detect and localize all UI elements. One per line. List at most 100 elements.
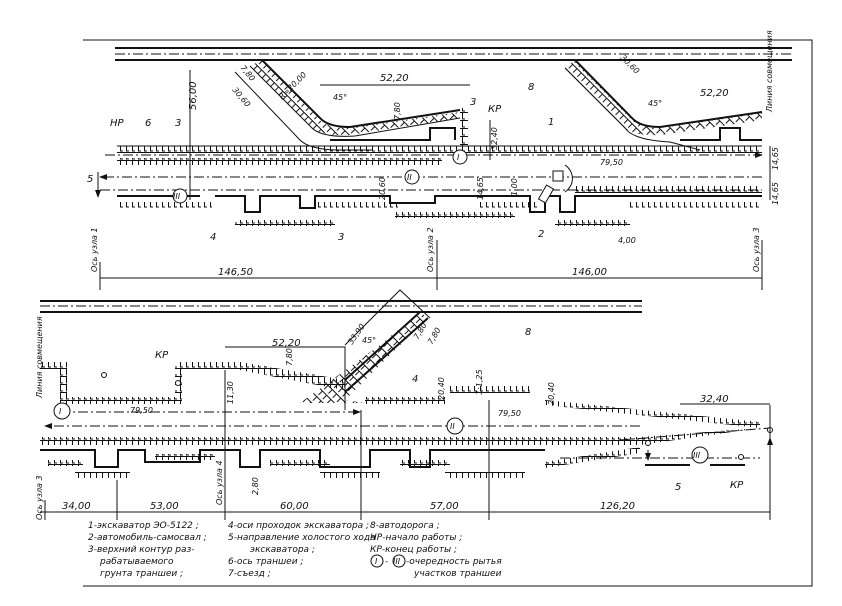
phase-i-marker: I (53, 402, 71, 420)
axis-node-3: Ось узла 3 (35, 475, 44, 520)
axis-node-3: Ось узла 3 (752, 227, 761, 272)
label-8: 8 (525, 327, 531, 338)
dim-126-20: 126,20 (600, 501, 635, 512)
dump-truck-2 (537, 184, 555, 204)
legend-item: 2-автомобиль-самосвал ; (88, 533, 207, 543)
dim-146-50: 146,50 (218, 267, 253, 278)
dim-14-65a: 14,65 (771, 147, 780, 170)
dim-52-20a: 52,20 (380, 73, 409, 84)
dim-32-40: 32,40 (700, 394, 729, 405)
dimension-lines (99, 70, 771, 290)
combine-line-label: Линия совмещения (35, 316, 44, 399)
road-8 (115, 47, 792, 61)
legend-item: НР-начало работы ; (370, 533, 462, 543)
excavator-paths (44, 372, 773, 466)
legend-item: 7-съезд ; (228, 569, 271, 579)
road-8 (40, 300, 642, 313)
svg-text:I: I (375, 557, 378, 566)
dim-79-50b: 79,50 (498, 409, 521, 418)
phase-ii-marker: II (404, 169, 420, 185)
dim-146-00: 146,00 (572, 267, 607, 278)
legend-item: 3-верхний контур раз- (88, 545, 195, 555)
dim-1-00: 1,00 (510, 178, 519, 196)
label-kp-1: КР (155, 350, 169, 361)
label-1: 1 (548, 117, 554, 128)
label-2: 2 (538, 229, 544, 240)
label-3c: 3 (338, 232, 344, 243)
svg-text:I: I (59, 407, 62, 416)
label-4: 4 (412, 374, 418, 385)
excavator-paths (95, 152, 763, 198)
legend: 1-экскаватор ЭО-5122 ; 2-автомобиль-само… (88, 521, 502, 579)
dim-30-60a: 30,60 (230, 86, 252, 109)
legend-item: 4-оси проходок экскаватора ; (228, 521, 369, 531)
svg-text:-: - (385, 557, 388, 567)
svg-text:II: II (407, 173, 412, 182)
legend-item: -очередность рытья (406, 557, 502, 567)
dim-32-40: 32,40 (490, 127, 499, 150)
label-3a: 3 (175, 118, 181, 129)
dim-56: 56,00 (188, 81, 199, 110)
dim-7-80b: 7,80 (426, 326, 443, 346)
dim-79-50: 79,50 (600, 158, 623, 167)
label-5: 5 (675, 482, 681, 493)
dim-20-40a: 20,40 (437, 377, 446, 400)
axis-node-2: Ось узла 2 (426, 227, 435, 272)
legend-item: рабатываемого (99, 557, 174, 567)
svg-text:II: II (450, 422, 455, 431)
legend-item: КР-конец работы ; (370, 545, 457, 555)
dim-7-80b: 7,80 (393, 102, 402, 120)
dim-20-40b: 20,40 (547, 382, 556, 405)
dim-57-00: 57,00 (430, 501, 459, 512)
dim-4-00: 4,00 (618, 236, 636, 245)
dim-11-30: 11,30 (226, 381, 235, 404)
ramp-right (564, 59, 763, 151)
dim-34-00: 34,00 (62, 501, 91, 512)
label-8: 8 (528, 82, 534, 93)
dim-53-00: 53,00 (150, 501, 179, 512)
phase-i-marker: I (452, 149, 468, 165)
dim-52-20b: 52,20 (700, 88, 729, 99)
legend-item: 8-автодорога ; (370, 521, 440, 531)
label-kp: КР (488, 104, 502, 115)
label-kp-2: КР (730, 480, 744, 491)
label-3b: 3 (470, 97, 476, 108)
dim-14-65c: 14,65 (476, 177, 485, 200)
legend-item: 6-ось траншеи ; (228, 557, 303, 567)
slope-1-1-25: 1:1,25 (475, 369, 484, 395)
svg-text:I: I (457, 153, 460, 162)
dim-14-65b: 14,65 (771, 182, 780, 205)
dim-angle-2: 45° (648, 99, 662, 108)
legend-item: грунта траншеи ; (100, 569, 183, 579)
dim-52-20: 52,20 (272, 338, 301, 349)
bottom-plan: I II III КР КР 8 4 5 33,90 45° 7,80 7,80… (35, 289, 773, 520)
dim-20-60: 20,60 (378, 177, 387, 200)
dim-30-60b: 30,60 (619, 53, 642, 76)
excavator-1 (552, 164, 573, 193)
label-4: 4 (210, 232, 216, 243)
label-6: 6 (145, 118, 151, 129)
legend-item: экскаватора ; (250, 545, 315, 555)
dim-2-80: 2,80 (251, 477, 260, 495)
drawing-frame (83, 39, 813, 587)
label-5: 5 (87, 174, 93, 185)
label-hp: НР (110, 118, 125, 129)
phase-iii-marker: III (172, 188, 188, 204)
phase-iii-marker: III (691, 446, 709, 464)
svg-text:III: III (393, 557, 401, 566)
legend-phase-symbols: I - III (370, 554, 406, 568)
legend-item: участков траншеи (413, 569, 502, 579)
dimension-lines (40, 289, 771, 520)
phase-ii-marker: II (446, 417, 464, 435)
axis-node-4: Ось узла 4 (215, 460, 224, 505)
dim-60-00: 60,00 (280, 501, 309, 512)
combine-line-label: Линия совмещения (765, 30, 774, 113)
trench-walls (40, 311, 760, 478)
legend-item: 5-направление холостого хода (228, 533, 376, 543)
dim-angle: 45° (362, 336, 376, 345)
ramp-left (234, 59, 468, 151)
top-plan: НР 6 3 3 3 4 5 1 2 8 КР I II III 56,00 7… (87, 30, 792, 290)
trench-walls (117, 145, 762, 226)
axis-node-1: Ось узла 1 (90, 227, 99, 272)
